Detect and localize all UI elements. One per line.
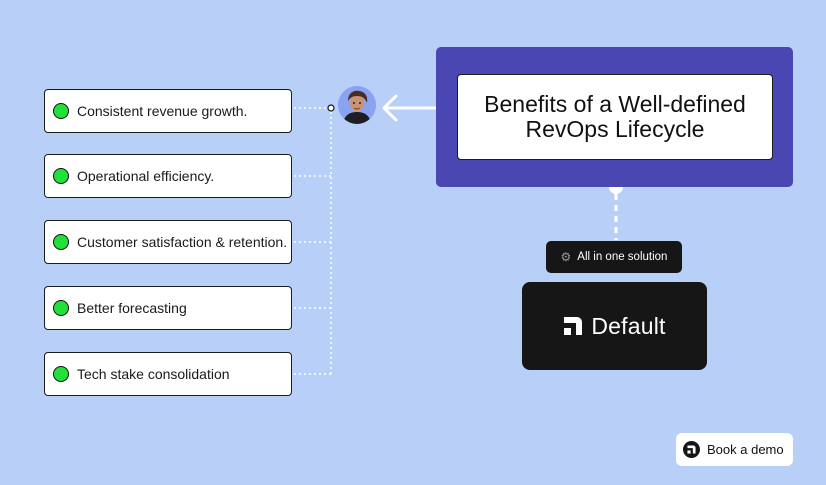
gear-icon: ⚙	[560, 250, 572, 264]
default-logo-icon	[683, 441, 700, 458]
book-demo-label: Book a demo	[707, 442, 784, 457]
benefit-label: Consistent revenue growth.	[77, 103, 248, 119]
title-panel: Benefits of a Well-defined RevOps Lifecy…	[436, 47, 793, 187]
benefit-card-consistent-revenue: Consistent revenue growth.	[44, 89, 292, 133]
benefit-card-tech-stack: Tech stake consolidation	[44, 352, 292, 396]
avatar	[338, 86, 376, 124]
book-demo-button[interactable]: Book a demo	[676, 433, 793, 466]
benefit-label: Tech stake consolidation	[77, 366, 230, 382]
default-brand-card: Default	[522, 282, 707, 370]
benefit-label: Customer satisfaction & retention.	[77, 234, 288, 250]
green-bullet-icon	[53, 366, 69, 382]
benefit-card-operational-efficiency: Operational efficiency.	[44, 154, 292, 198]
benefit-card-better-forecasting: Better forecasting	[44, 286, 292, 330]
green-bullet-icon	[53, 168, 69, 184]
brand-name: Default	[591, 312, 666, 339]
benefit-card-customer-satisfaction: Customer satisfaction & retention.	[44, 220, 292, 264]
green-bullet-icon	[53, 103, 69, 119]
green-bullet-icon	[53, 234, 69, 250]
green-bullet-icon	[53, 300, 69, 316]
benefit-label: Better forecasting	[77, 300, 187, 316]
solution-pill: ⚙ All in one solution	[546, 241, 682, 273]
diagram-title: Benefits of a Well-defined RevOps Lifecy…	[457, 74, 773, 160]
benefit-label: Operational efficiency.	[77, 168, 215, 184]
solution-pill-label: All in one solution	[577, 251, 668, 263]
default-logo-icon	[564, 317, 583, 335]
